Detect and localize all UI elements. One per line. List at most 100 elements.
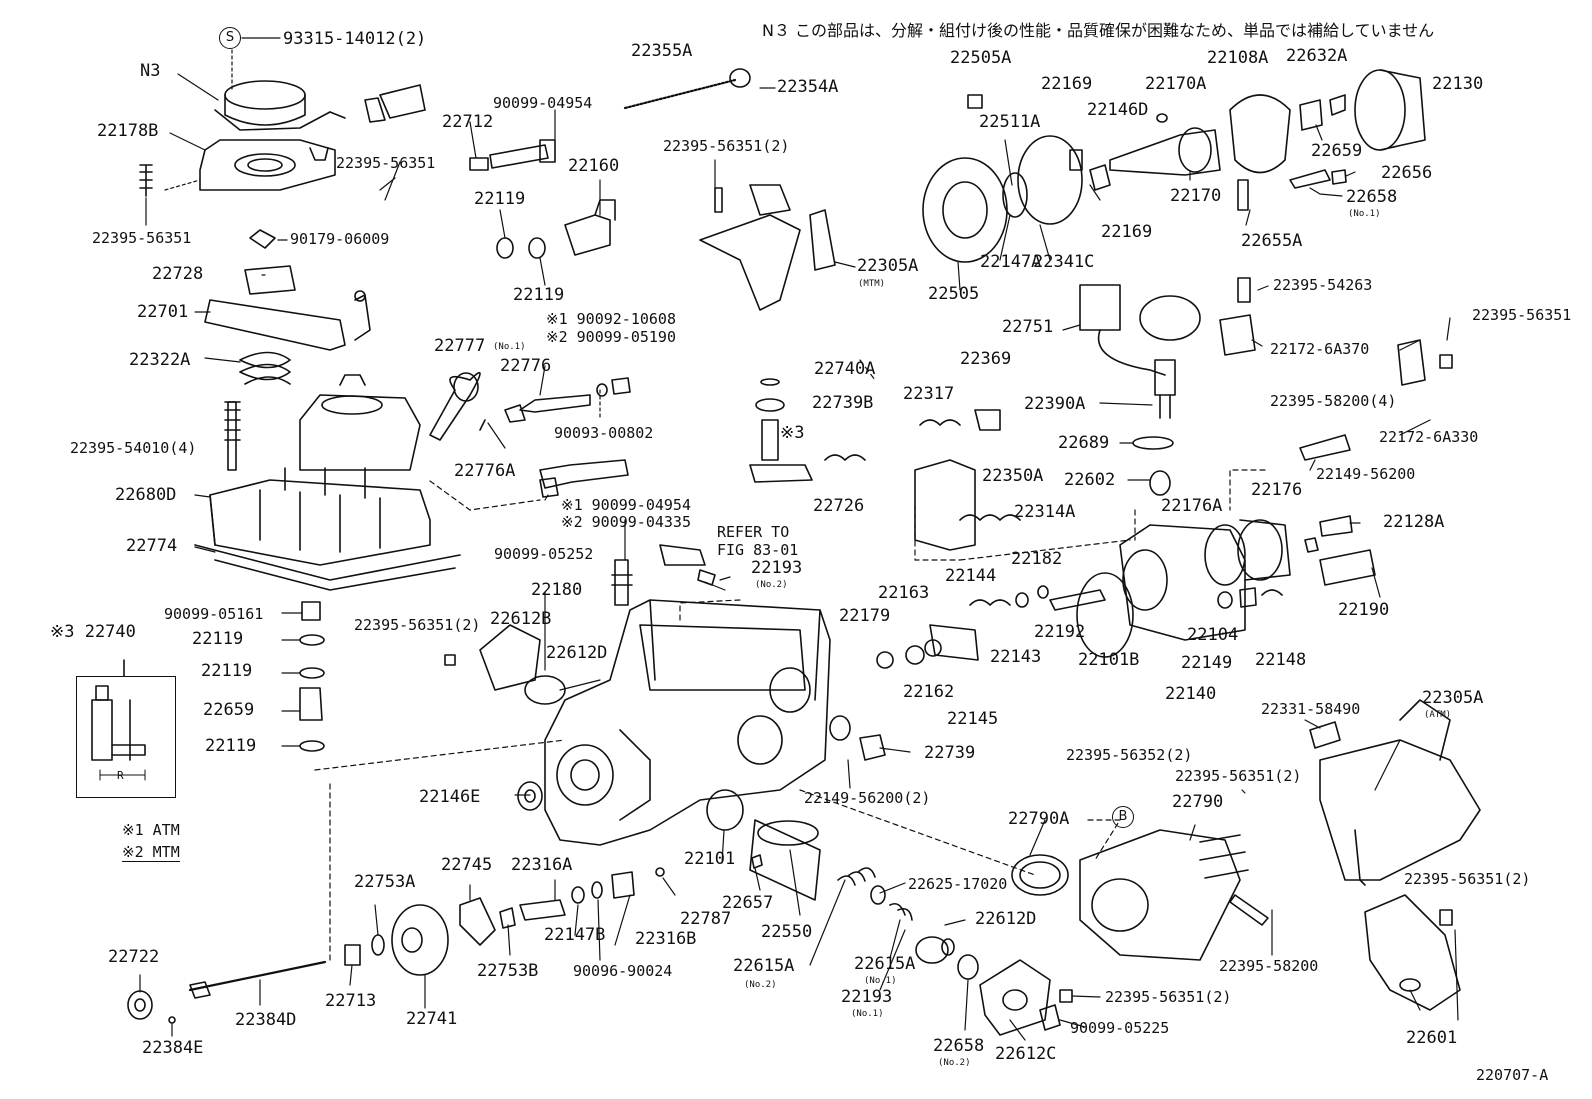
part-label: 22119 [201,661,253,681]
part-label: 22331-58490 [1261,700,1361,718]
part-label: 22612D [546,643,608,663]
part-label: 22612C [995,1044,1057,1064]
part-label: 22128A [1383,512,1445,532]
circle-mark-s: S [219,27,241,49]
part-label: 22739B [812,393,874,413]
part-label: 22176 [1251,480,1303,500]
part-label: 22712 [442,112,494,132]
part-label: 22119 [205,736,257,756]
part-label: 22395-54010(4) [70,439,197,457]
part-label: 22655A [1241,231,1303,251]
part-label: 22790 [1172,792,1224,812]
part-label: 22149 [1181,653,1233,673]
part-label: 22612B [490,609,552,629]
part-label: 22322A [129,350,191,370]
part-label: 90179-06009 [290,230,390,248]
bottom-left-parts-art [127,819,913,1024]
control-assembly-art [749,277,1453,551]
part-label: 22147B [544,925,606,945]
notice-text: N３ この部品は、分解・組付け後の性能・品質確保が困難なため、単品では補給してい… [762,21,1435,40]
lever-group-art [429,68,836,441]
part-label: 22341C [1033,252,1095,272]
part-label: 22395-54263 [1273,276,1373,294]
part-label: 22395-56351(2) [663,137,790,155]
part-label: 22179 [839,606,891,626]
part-label: 22145 [947,709,999,729]
part-label: 22176A [1161,496,1223,516]
part-label: 22163 [878,583,930,603]
part-label: 22384E [142,1038,204,1058]
part-label: 22130 [1432,74,1484,94]
part-label: 22355A [631,41,693,61]
part-label: 22384D [235,1010,297,1030]
part-label: ※1 90092-10608 [546,310,676,328]
part-label: 22790A [1008,809,1070,829]
part-label: 22395-56351(2) [1404,870,1531,888]
part-label: 22713 [325,991,377,1011]
part-label: 22615A [733,956,795,976]
part-label: 22776A [454,461,516,481]
part-label: 22143 [990,647,1042,667]
part-label: 93315-14012(2) [283,29,427,49]
part-label: 22701 [137,302,189,322]
part-label: 22395-56352(2) [1066,746,1193,764]
part-label: 22395-58200 [1219,957,1319,975]
part-label: FIG 83-01 [717,541,799,559]
part-label: 22625-17020 [908,875,1008,893]
part-label: 22726 [813,496,865,516]
part-label: 22317 [903,384,955,404]
part-label: 22395-58200(4) [1270,392,1397,410]
part-label: 22395-56351(2) [1175,767,1302,785]
part-sublabel: (MTM) [858,279,886,289]
part-label: 90099-04954 [493,94,593,112]
part-label: 22511A [979,112,1041,132]
part-sublabel: (No.1) [864,976,897,986]
part-sublabel: (No.2) [744,980,777,990]
part-label: 22119 [192,629,244,649]
part-label: 22774 [126,536,178,556]
legend-atm: ※1 ATM [122,821,180,839]
part-label: 22314A [1014,502,1076,522]
part-label: 22144 [945,566,997,586]
part-label: 22739 [924,743,976,763]
part-label: 22602 [1064,470,1116,490]
circle-mark-b: B [1112,806,1134,828]
part-label: 90099-05161 [164,605,264,623]
part-label: ※2 90099-05190 [546,328,676,346]
governor-cover-art [194,374,461,591]
part-label: 22316B [635,929,697,949]
inset-dimension-r: R [117,769,124,782]
part-label: 22658 [1346,187,1398,207]
part-label: 22369 [960,349,1012,369]
part-label: 22615A [854,954,916,974]
part-label: 22140 [1165,684,1217,704]
inset-detail-box [76,676,176,798]
part-label: 22395-56351(2) [1105,988,1232,1006]
leader-lines [139,37,1459,1041]
part-label: 22601 [1406,1028,1458,1048]
inset-art [91,659,146,781]
part-label: 22354A [777,77,839,97]
part-label: 22505 [928,284,980,304]
part-label: 22182 [1011,549,1063,569]
part-label: 22728 [152,264,204,284]
part-label: ※3 [780,423,805,443]
part-label: 22178B [97,121,159,141]
part-label: 22550 [761,922,813,942]
part-label: 22190 [1338,600,1390,620]
part-label: 22787 [680,909,732,929]
part-label: 22101B [1078,650,1140,670]
part-label: 22149-56200 [1316,465,1416,483]
part-label: 22160 [568,156,620,176]
part-label: 22395-56351 [92,229,192,247]
part-label: 22172-6A330 [1379,428,1479,446]
part-label: 22146D [1087,100,1149,120]
part-label: 22193 [751,558,803,578]
part-label: 22395-56351 [1472,306,1572,324]
part-label: 22180 [531,580,583,600]
part-sublabel: (ATM) [1424,710,1452,720]
drive-shaft-art [922,69,1426,263]
part-label: 90093-00802 [554,424,654,442]
part-label: 22745 [441,855,493,875]
part-label: 90099-05252 [494,545,594,563]
